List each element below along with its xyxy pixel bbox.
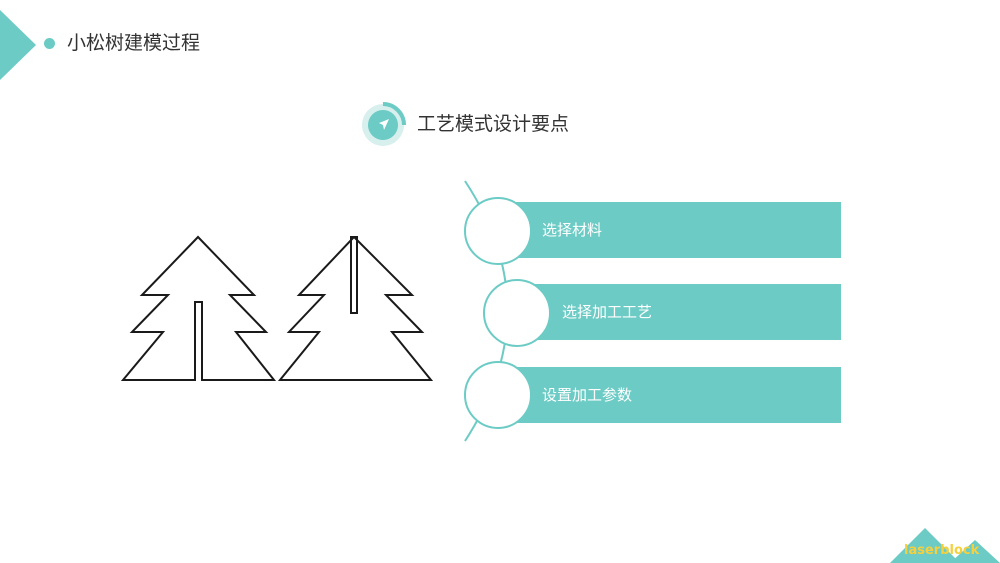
pine-tree-right bbox=[277, 236, 434, 381]
step-circle-1 bbox=[464, 197, 532, 265]
step-circle-2 bbox=[483, 279, 551, 347]
logo-triangles bbox=[890, 528, 1000, 563]
title-bullet bbox=[44, 38, 55, 49]
pine-tree-left bbox=[120, 235, 277, 381]
pine-tree-models-illustration bbox=[120, 235, 434, 381]
steps-list: 选择材料 选择加工工艺 设置加工参数 bbox=[460, 178, 850, 448]
step-label-1: 选择材料 bbox=[542, 221, 603, 239]
section-subtitle: 工艺模式设计要点 bbox=[417, 113, 570, 135]
step-circle-3 bbox=[464, 361, 532, 429]
step-label-3: 设置加工参数 bbox=[542, 386, 633, 404]
step-label-2: 选择加工工艺 bbox=[562, 303, 653, 321]
step-bar-1[interactable]: 选择材料 bbox=[510, 202, 841, 258]
page-title: 小松树建模过程 bbox=[67, 32, 201, 54]
step-bar-2[interactable]: 选择加工工艺 bbox=[530, 284, 841, 340]
cursor-icon bbox=[362, 102, 406, 146]
logo: laserblock bbox=[904, 543, 980, 558]
corner-decoration bbox=[0, 10, 36, 80]
step-bar-3[interactable]: 设置加工参数 bbox=[510, 367, 841, 423]
